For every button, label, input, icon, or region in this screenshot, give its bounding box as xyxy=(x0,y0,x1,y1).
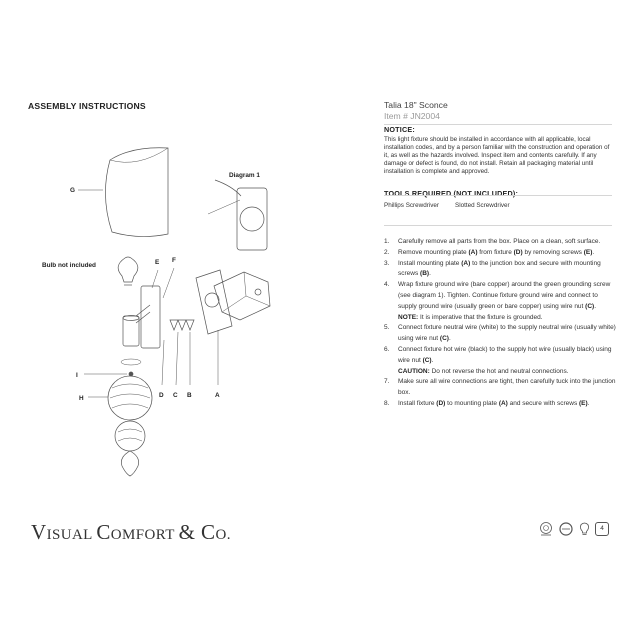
etl-listed-icon xyxy=(540,522,552,536)
shade-g xyxy=(105,147,169,237)
fixture-backplate xyxy=(140,285,161,349)
diagram1-label: Diagram 1 xyxy=(229,172,260,179)
divider xyxy=(384,195,612,196)
step-7: 7. Make sure all wire connections are ti… xyxy=(384,378,616,397)
instruction-steps: 1. Carefully remove all parts from the b… xyxy=(384,237,616,410)
mounting-plate xyxy=(195,269,233,335)
dimmable-icon xyxy=(559,522,573,536)
page-title: ASSEMBLY INSTRUCTIONS xyxy=(28,101,146,111)
bulb-wattage-icon xyxy=(580,522,589,535)
brand-logo: VISUAL COMFORT & CO. xyxy=(31,520,231,544)
part-label-e: E xyxy=(155,259,160,266)
glass-finial xyxy=(121,450,139,477)
notice-heading: NOTICE: xyxy=(384,125,415,134)
divider xyxy=(384,225,612,226)
info-column: Talia 18" Sconce Item # JN2004 NOTICE: T… xyxy=(384,100,616,209)
part-label-b: B xyxy=(187,392,192,399)
item-number: Item # JN2004 xyxy=(384,111,440,121)
bulb-label: Bulb not included xyxy=(42,262,96,269)
part-label-a: A xyxy=(215,392,220,399)
step-5: 5. Connect fixture neutral wire (white) … xyxy=(384,324,616,343)
step-4: 4. Wrap fixture ground wire (bare copper… xyxy=(384,281,611,310)
note-grounding: NOTE: It is imperative that the fixture … xyxy=(398,313,543,321)
tools-list: Phillips Screwdriver Slotted Screwdriver xyxy=(384,202,616,209)
junction-box xyxy=(213,271,271,321)
caution-wiring: CAUTION: Do not reverse the hot and neut… xyxy=(398,367,569,375)
part-label-g: G xyxy=(70,187,75,194)
part-label-f: F xyxy=(172,257,176,264)
step-6: 6. Connect fixture hot wire (black) to t… xyxy=(384,345,612,364)
part-label-i: I xyxy=(76,372,78,379)
part-label-h: H xyxy=(79,395,84,402)
glass-orb-large xyxy=(107,375,153,421)
glass-orb-medium xyxy=(114,420,146,452)
diagram1-plate xyxy=(236,187,268,251)
notice-body: This light fixture should be installed i… xyxy=(384,136,610,176)
divider xyxy=(384,124,612,125)
part-label-d: D xyxy=(159,392,164,399)
step-3: 3. Install mounting plate (A) to the jun… xyxy=(384,259,601,278)
tool-slotted: Slotted Screwdriver xyxy=(455,202,510,210)
page-number: 4 xyxy=(595,522,609,536)
bulb xyxy=(117,256,139,283)
step-1: 1. Carefully remove all parts from the b… xyxy=(384,238,601,245)
product-name: Talia 18" Sconce xyxy=(384,100,448,110)
tools-heading: TOOLS REQUIRED (NOT INCLUDED): xyxy=(384,189,519,199)
step-2: 2. Remove mounting plate (A) from fixtur… xyxy=(384,248,595,256)
step-8: 8. Install fixture (D) to mounting plate… xyxy=(384,399,590,407)
part-label-c: C xyxy=(173,392,178,399)
tool-phillips: Phillips Screwdriver xyxy=(384,202,439,210)
